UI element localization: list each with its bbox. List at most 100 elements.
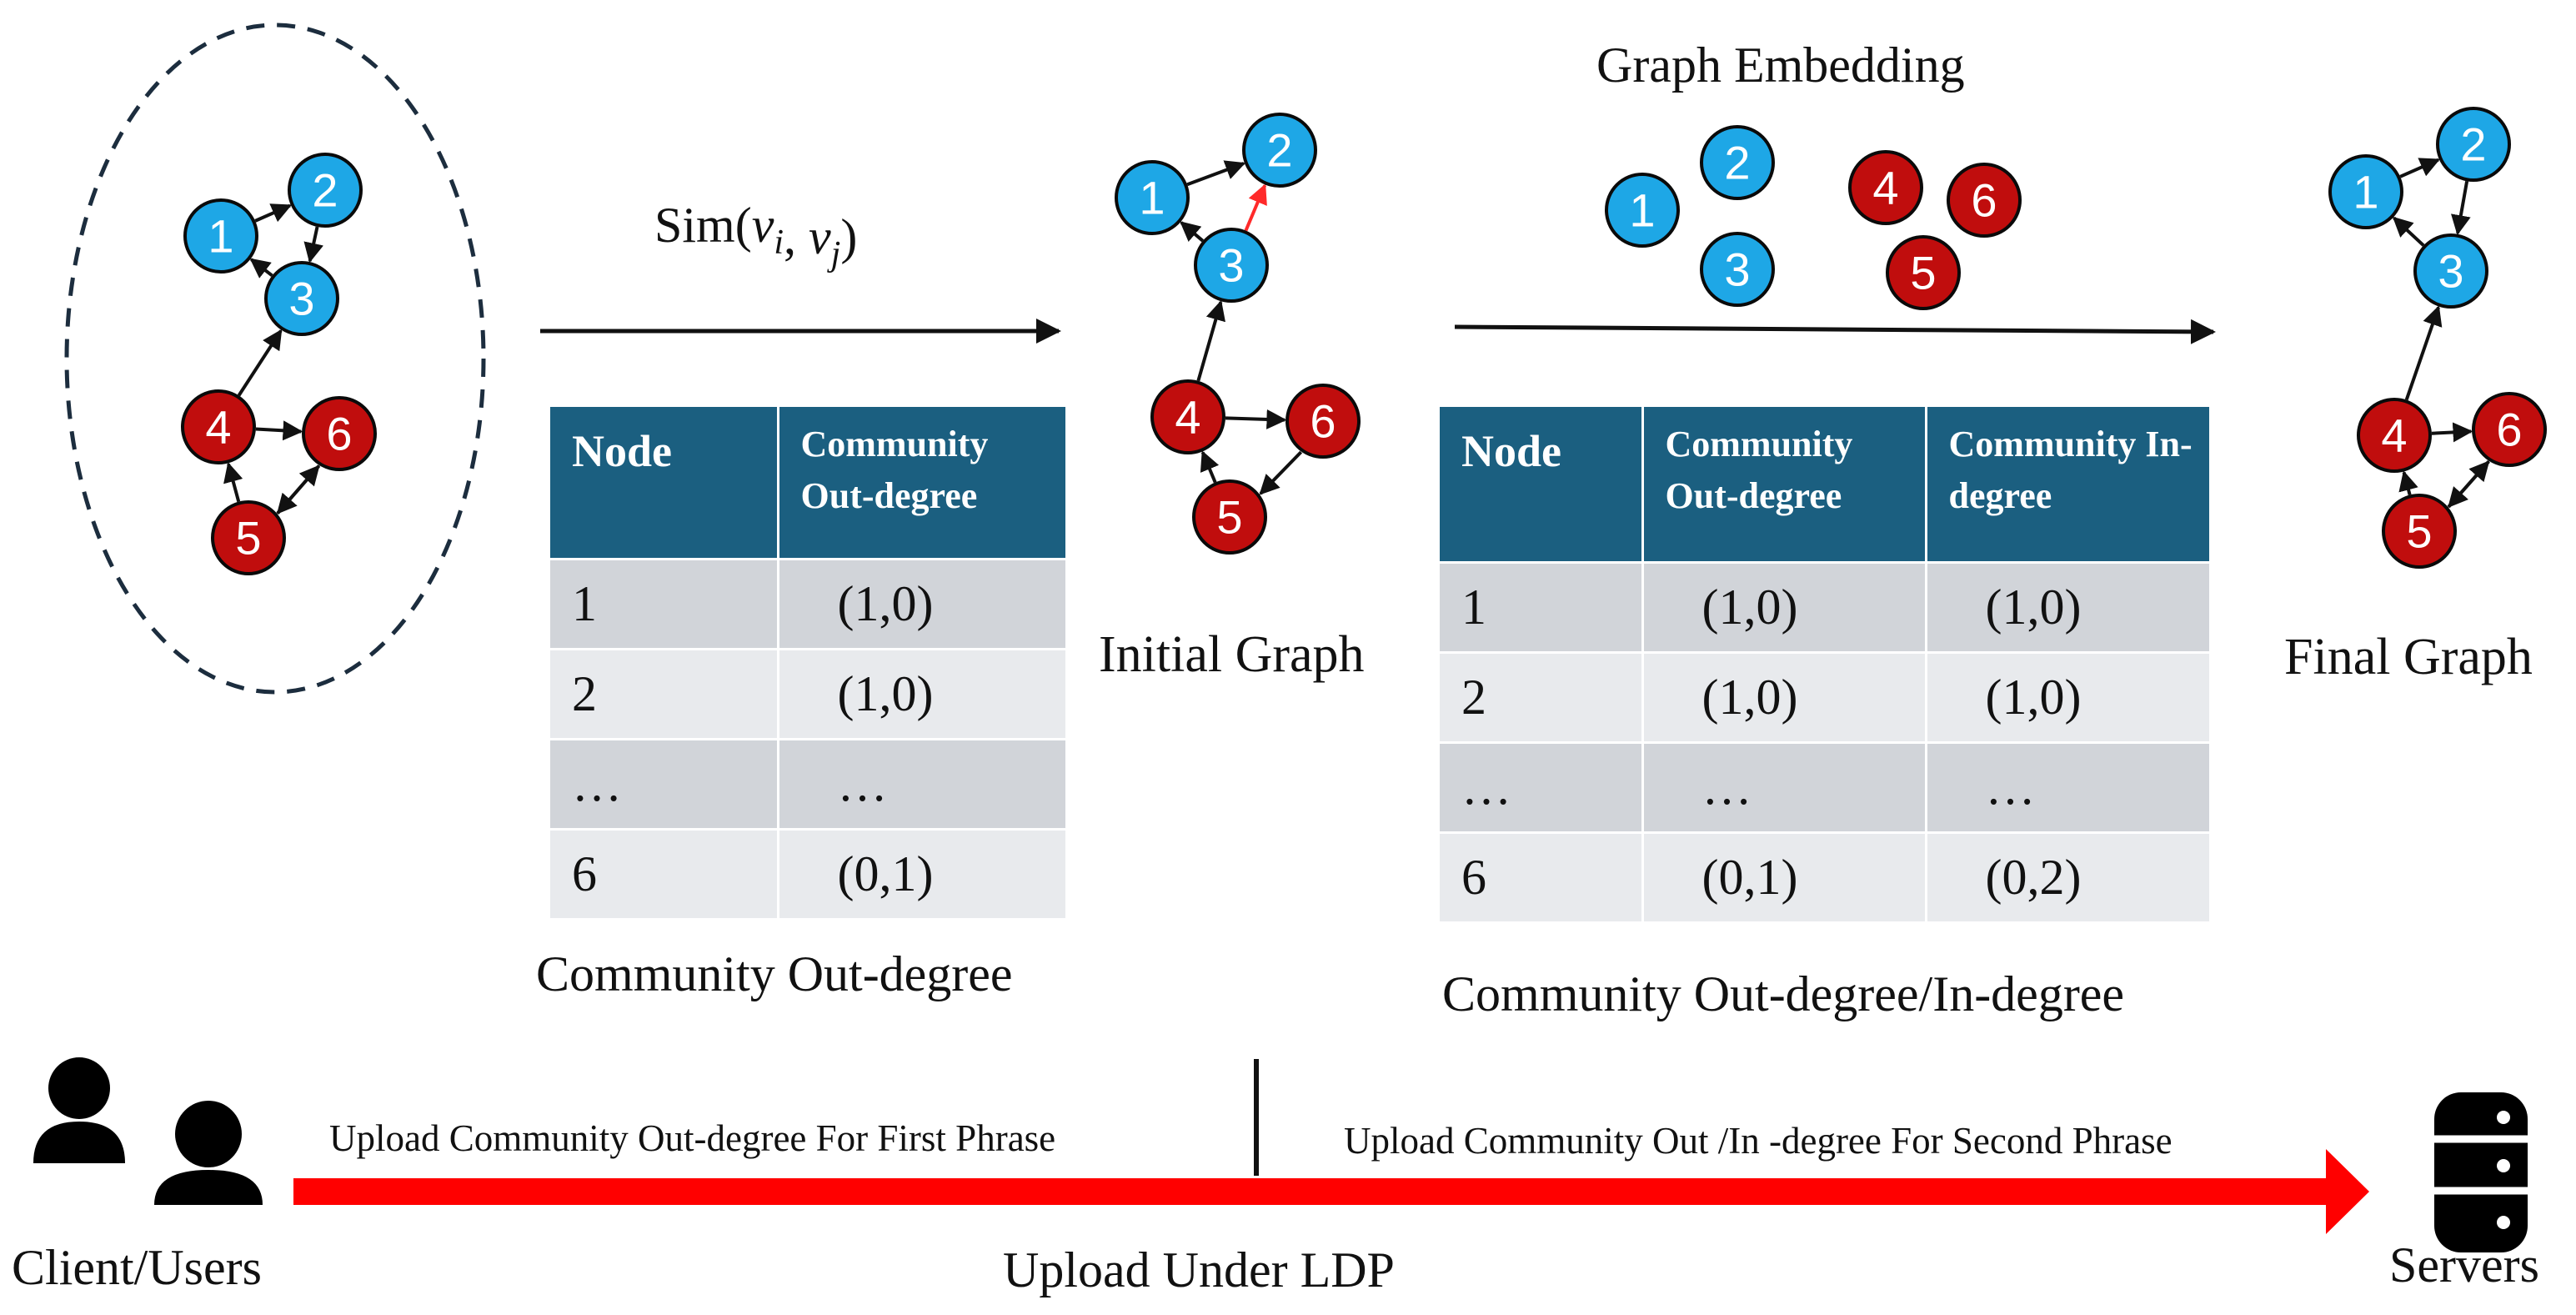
- table-row: 2(1,0)(1,0): [1440, 650, 2209, 742]
- graph-node-label: 6: [326, 408, 352, 460]
- users-icon: [33, 1057, 263, 1205]
- graph-edge: [1186, 160, 1246, 187]
- community-degree-table: Node Community Out-degree Community In-d…: [1440, 407, 2209, 921]
- degree-cell: …: [778, 737, 1065, 829]
- graph-edge: [1196, 299, 1225, 382]
- graph-edge: [249, 258, 273, 279]
- graph-node: [288, 153, 363, 228]
- graph-edge: [237, 329, 283, 397]
- table-row: 1(1,0): [550, 557, 1065, 649]
- graph-edge: [1180, 221, 1205, 243]
- table-row: 6(0,1)(0,2): [1440, 831, 2209, 921]
- graph-node: [183, 198, 258, 274]
- graph-node: [2328, 154, 2403, 229]
- degree-cell: …: [1926, 740, 2209, 832]
- graph-edge: [223, 462, 243, 503]
- graph-node-label: 5: [1910, 247, 1936, 299]
- degree-cell: (0,2): [1926, 831, 2209, 921]
- graph-node: [1285, 384, 1361, 459]
- graph-edge: [276, 464, 321, 514]
- graph-edge: [2431, 422, 2473, 443]
- upload-first-phase-label: Upload Community Out-degree For First Ph…: [329, 1117, 1055, 1159]
- embedding-arrow: [1454, 319, 2216, 344]
- upload-ldp-label: Upload Under LDP: [1003, 1242, 1395, 1297]
- graph-node-label: 5: [2406, 505, 2432, 558]
- graph-node-label: 2: [312, 164, 338, 217]
- upload-arrow-shaft: [293, 1178, 2334, 1205]
- graph-node-label: 3: [1218, 239, 1244, 292]
- graph-node-label: 1: [208, 210, 233, 263]
- degree-cell: (0,1): [778, 827, 1065, 918]
- degree-cell: (1,0): [1642, 650, 1927, 742]
- graph-edge: [1225, 409, 1287, 429]
- graph-edge: [2398, 470, 2418, 495]
- graph-edge: [1200, 450, 1220, 484]
- table-row: 6(0,1): [550, 827, 1065, 918]
- node-id-cell: 6: [1440, 831, 1644, 921]
- graph-node: [211, 500, 286, 575]
- graph-node-label: 2: [1266, 124, 1292, 177]
- degree-cell: …: [1642, 740, 1927, 832]
- table-row: 1(1,0)(1,0): [1440, 560, 2209, 652]
- graph-node: [1886, 235, 1961, 310]
- graph-node-label: 2: [2460, 118, 2486, 171]
- upload-second-phase-label: Upload Community Out /In -degree For Sec…: [1344, 1120, 2173, 1162]
- graph-edge: [303, 226, 323, 264]
- graph-node: [1605, 173, 1680, 248]
- graph-edge: [2399, 158, 2441, 178]
- servers-label: Servers: [2389, 1237, 2539, 1292]
- graph-embedding-label: Graph Embedding: [1596, 38, 1965, 93]
- graph-edge: [255, 420, 303, 441]
- initial-graph-label: Initial Graph: [1099, 626, 1365, 683]
- degree-cell: (0,1): [1642, 831, 1927, 921]
- graph-node-label: 6: [2496, 404, 2522, 456]
- degree-cell: (1,0): [1642, 560, 1927, 652]
- graph-node: [2472, 392, 2547, 467]
- graph-edge: [2404, 305, 2443, 401]
- graph-node-label: 4: [205, 401, 231, 454]
- table2-header-node: Node: [1440, 407, 1644, 562]
- table1-header-node: Node: [550, 407, 779, 559]
- final-graph: 1 2 3 4 5 6: [2328, 107, 2547, 569]
- graph-node-label: 1: [2353, 166, 2378, 218]
- graph-edge: [254, 203, 293, 223]
- graph-node-label: 1: [1139, 172, 1165, 224]
- table-row: ……: [550, 737, 1065, 829]
- graph-node: [1848, 150, 1923, 225]
- final-graph-label: Final Graph: [2284, 629, 2533, 685]
- node-id-cell: 2: [1440, 650, 1644, 742]
- node-id-cell: 1: [1440, 560, 1644, 652]
- graph-node-label: 2: [1724, 137, 1750, 189]
- graph-node-label: 4: [1872, 162, 1898, 214]
- graph-node: [1700, 125, 1775, 200]
- graph-node: [1700, 232, 1775, 307]
- graph-node: [1115, 160, 1190, 235]
- graph-node: [264, 261, 339, 336]
- table2-header-outdegree: Community Out-degree: [1642, 407, 1927, 562]
- degree-cell: (1,0): [1926, 560, 2209, 652]
- graph-node-label: 4: [1175, 391, 1200, 444]
- graph-node-label: 6: [1310, 395, 1336, 448]
- table-row: ………: [1440, 740, 2209, 832]
- table1-header-outdegree: Community Out-degree: [778, 407, 1065, 559]
- clients-label: Client/Users: [12, 1240, 262, 1295]
- degree-cell: (1,0): [778, 647, 1065, 739]
- client-boundary: [64, 23, 486, 695]
- node-id-cell: 2: [550, 647, 779, 739]
- node-id-cell: …: [550, 737, 779, 829]
- table2-header-indegree: Community In-degree: [1926, 407, 2209, 562]
- table2-caption: Community Out-degree/In-degree: [1442, 966, 2124, 1021]
- graph-node-label: 4: [2381, 409, 2407, 462]
- graph-edge: [2448, 460, 2490, 508]
- graph-node-label: 3: [2438, 245, 2463, 298]
- upload-arrow-head: [2326, 1149, 2369, 1234]
- graph-node: [2436, 107, 2511, 182]
- graph-node-label: 3: [1724, 243, 1750, 296]
- graph-node-label: 1: [1629, 184, 1655, 237]
- graph-node: [1947, 163, 2022, 238]
- node-id-cell: …: [1440, 740, 1644, 832]
- database-server-icon: [2433, 1092, 2529, 1252]
